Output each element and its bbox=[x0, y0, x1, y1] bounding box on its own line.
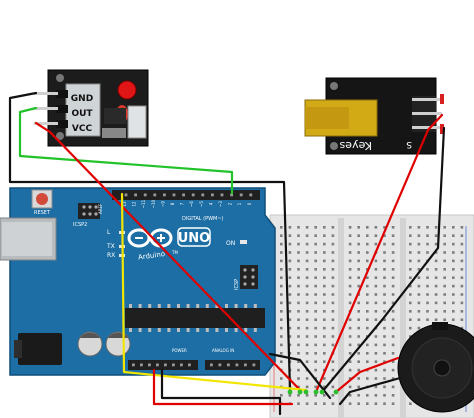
wire-black-sensor-gnd bbox=[8, 91, 292, 392]
analog-header bbox=[205, 360, 260, 370]
reset-label: RESET bbox=[34, 210, 51, 216]
pin-label-gnd: GND bbox=[71, 94, 93, 104]
icsp2-header bbox=[78, 203, 100, 219]
tm-mark: TM bbox=[171, 250, 178, 255]
svg-text:UNO: UNO bbox=[178, 231, 211, 246]
on-led-label: ON bbox=[226, 240, 235, 247]
icsp-header bbox=[240, 265, 258, 289]
icsp2-label: ICSP2 bbox=[73, 222, 87, 228]
wire-red-sensor-vcc bbox=[34, 121, 302, 392]
analog-label: ANALOG IN bbox=[212, 348, 234, 353]
breadboard-connection-points bbox=[287, 389, 339, 395]
wire-black-gnd bbox=[160, 368, 282, 416]
uno-badge: UNO bbox=[177, 227, 211, 247]
pin-label-vcc: VCC bbox=[72, 124, 93, 134]
photo-sensor bbox=[127, 105, 147, 139]
digital-pin-number: ~6 bbox=[189, 201, 194, 207]
tx-label: TX bbox=[106, 243, 115, 250]
wire-yellow-signal bbox=[120, 192, 308, 392]
digital-pin-number: 0 bbox=[247, 202, 252, 205]
power-jack bbox=[18, 333, 62, 365]
signal-pin-label: S bbox=[406, 139, 412, 149]
digital-pin-number: 13 bbox=[122, 201, 127, 207]
wire-black-arduino-right bbox=[268, 352, 332, 400]
digital-pin-number: ~5 bbox=[199, 201, 204, 207]
emitter-pins bbox=[412, 94, 444, 134]
wire-black-buzzer bbox=[338, 376, 402, 406]
arduino-uno-board: RESET ICSP2 13 12 ~11 ~10 ~9 8 7 ~6 ~5 4 ~3 2 1 0 ARE… bbox=[0, 187, 276, 376]
digital-pin-number: ~11 bbox=[141, 199, 146, 208]
power-label: POWER bbox=[172, 348, 187, 353]
digital-pin-number: ~3 bbox=[218, 201, 223, 207]
aref-label: AREF bbox=[98, 203, 103, 214]
pin-label-out: OUT bbox=[71, 109, 93, 119]
icsp-label: ICSP bbox=[234, 279, 240, 290]
digital-pin-number: ~10 bbox=[151, 199, 156, 208]
digital-pin-number: ~9 bbox=[160, 201, 165, 207]
buzzer bbox=[397, 322, 474, 413]
digital-label: DIGITAL (PWM~) bbox=[182, 216, 224, 222]
wire-red-5v bbox=[152, 368, 294, 406]
wire-black-laser bbox=[320, 126, 446, 394]
digital-header bbox=[112, 190, 260, 200]
arduino-brand-text: Arduino bbox=[138, 250, 166, 262]
keyes-brand: Keyes bbox=[339, 139, 372, 152]
rx-label: RX bbox=[107, 252, 115, 259]
digital-pin-number: 2 bbox=[228, 202, 233, 205]
laser-emitter-module: Keyes S bbox=[304, 77, 444, 155]
wire-red-laser bbox=[314, 113, 444, 394]
breadboard bbox=[269, 214, 474, 418]
laser-sensor-module: GND OUT VCC bbox=[34, 69, 149, 147]
l-led-label: L bbox=[107, 229, 111, 236]
digital-pin-number: 12 bbox=[132, 201, 137, 207]
wire-red-buzzer bbox=[334, 356, 400, 394]
atmega-chip bbox=[125, 308, 265, 328]
on-led bbox=[240, 240, 247, 244]
digital-pin-number: 1 bbox=[237, 202, 242, 205]
digital-pin-number: 7 bbox=[180, 202, 185, 205]
wire-green-sensor-out bbox=[18, 106, 234, 195]
digital-pin-number: 4 bbox=[208, 202, 213, 205]
sensor-pin-headers bbox=[34, 90, 68, 128]
power-header bbox=[128, 360, 198, 370]
digital-pin-number: 8 bbox=[170, 202, 175, 205]
power-led bbox=[117, 80, 137, 100]
wires bbox=[8, 91, 446, 416]
